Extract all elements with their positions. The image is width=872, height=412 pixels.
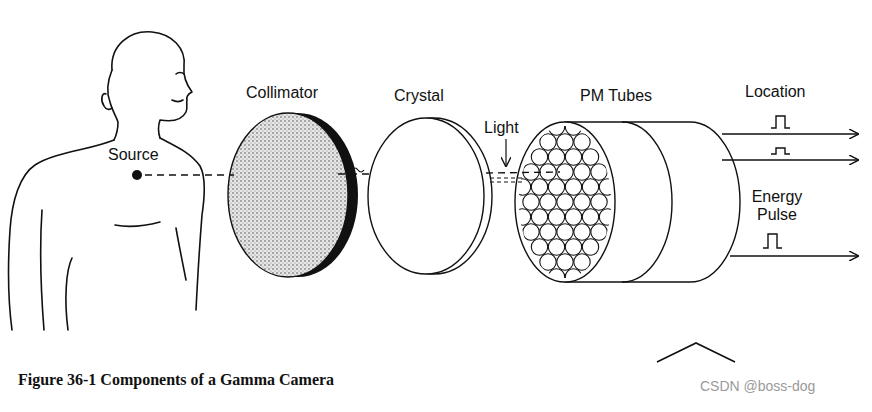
light-pointer (505, 139, 506, 166)
chevron-mark (657, 343, 735, 362)
part-label: PM Tubes (580, 87, 652, 105)
crystal-disk (368, 118, 492, 274)
patient-figure (9, 32, 204, 330)
light-rays (490, 178, 525, 182)
light-label: Light (484, 119, 519, 137)
pm-tube-housing (515, 122, 740, 282)
signal-label: Energy Pulse (742, 188, 812, 225)
source-label: Source (108, 146, 159, 164)
figure-caption: Figure 36-1 Components of a Gamma Camera (18, 371, 334, 389)
output-arrows (722, 116, 858, 256)
signal-label: Location (745, 83, 806, 101)
ray-wiggle (352, 168, 364, 172)
collimator-disk (228, 113, 358, 277)
source-dot (132, 170, 142, 180)
watermark: CSDN @boss-dog (700, 378, 815, 394)
part-label: Collimator (246, 84, 318, 102)
gamma-ray-path (145, 172, 560, 175)
part-label: Crystal (394, 87, 444, 105)
pm-tube-array (514, 119, 615, 285)
